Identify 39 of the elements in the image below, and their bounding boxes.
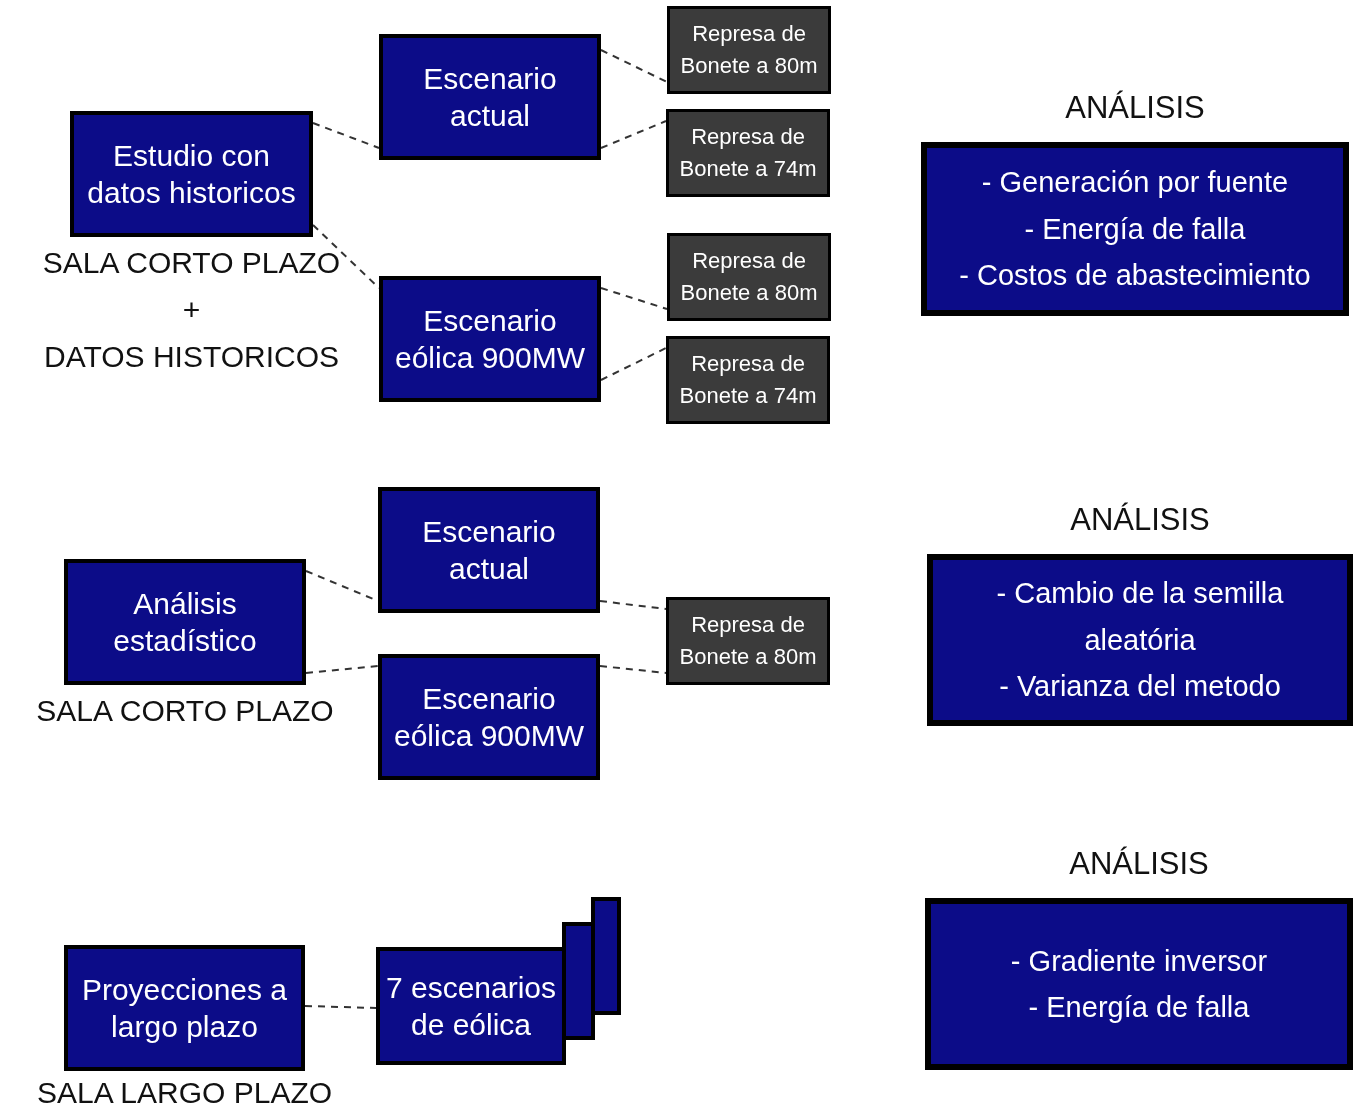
dam-box: Represa de Bonete a 80m — [667, 6, 831, 94]
bullet-text: - Varianza del metodo — [999, 669, 1281, 705]
dashed-connector — [312, 122, 380, 149]
room-label: SALA CORTO PLAZO — [35, 693, 335, 729]
heading: ANÁLISIS — [1064, 90, 1206, 126]
scenario-box: 7 escenarios de eólica — [376, 947, 566, 1065]
dashed-connector — [600, 287, 668, 310]
room-label: SALA CORTO PLAZO — [41, 245, 342, 281]
bullet-text: - Generación por fuente — [981, 165, 1289, 201]
dashed-connector — [599, 665, 667, 674]
dashed-connector — [599, 600, 667, 610]
scenario-box: Escenario actual — [379, 34, 601, 160]
dam-box: Represa de Bonete a 80m — [667, 233, 831, 321]
dashed-connector — [600, 49, 668, 83]
study-box: Estudio con datos historicos — [70, 111, 313, 237]
heading: ANÁLISIS — [1068, 846, 1210, 882]
dam-box: Represa de Bonete a 74m — [666, 109, 830, 197]
stacked-box — [562, 922, 595, 1040]
dam-box: Represa de Bonete a 74m — [666, 336, 830, 424]
scenario-box: Escenario eólica 900MW — [378, 654, 600, 780]
bullet-text: - Costos de abastecimiento — [959, 258, 1311, 294]
bullet-text: - Energía de falla — [1024, 211, 1246, 247]
bullet-text: - Gradiente inversor — [1010, 943, 1268, 979]
stacked-box — [591, 897, 621, 1015]
bullet-text: - Energía de falla — [1028, 990, 1250, 1025]
scenario-box: Escenario eólica 900MW — [379, 276, 601, 402]
dashed-connector — [305, 665, 379, 674]
room-label: + — [181, 292, 202, 328]
dashed-connector — [600, 347, 667, 381]
dashed-connector — [304, 1005, 377, 1009]
study-box: Análisis estadístico — [64, 559, 306, 685]
study-box: Proyecciones a largo plazo — [64, 945, 305, 1071]
scenario-box: Escenario actual — [378, 487, 600, 613]
dam-box: Represa de Bonete a 80m — [666, 597, 830, 685]
room-label: SALA LARGO PLAZO — [35, 1075, 334, 1109]
room-label: DATOS HISTORICOS — [42, 339, 341, 375]
heading: ANÁLISIS — [1069, 502, 1211, 538]
dashed-connector — [600, 120, 667, 149]
bullet-text: - Cambio de la semilla aleatória — [995, 576, 1285, 658]
